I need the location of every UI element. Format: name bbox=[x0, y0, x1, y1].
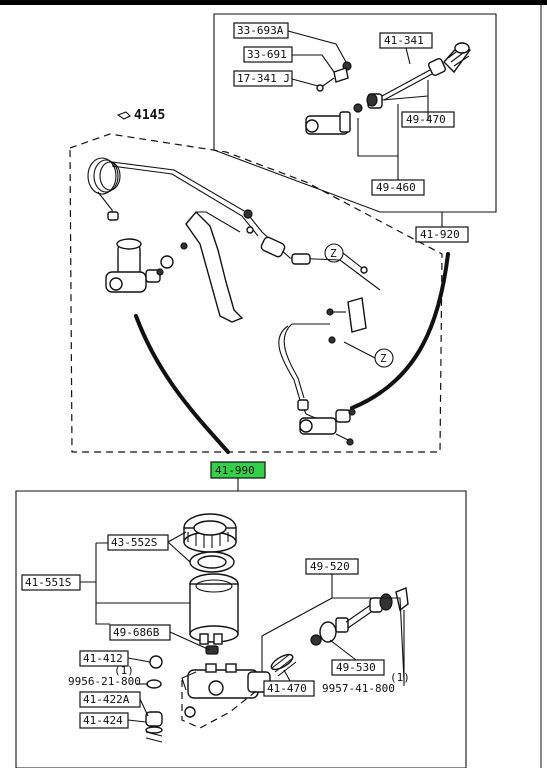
part-label-49-460[interactable]: 49-460 bbox=[376, 181, 416, 194]
hydraulic-line-assembly: 4145 Z bbox=[69, 108, 443, 453]
part-label-41-422a[interactable]: 41-422A bbox=[83, 693, 130, 706]
part-qty-9956-21-800: (1) bbox=[114, 664, 134, 677]
part-label-41-341[interactable]: 41-341 bbox=[384, 34, 424, 47]
part-label-41-424[interactable]: 41-424 bbox=[83, 714, 123, 727]
part-label-9956-21-800[interactable]: 9956-21-800 bbox=[68, 675, 141, 688]
part-label-41-551s[interactable]: 41-551S bbox=[25, 576, 71, 589]
part-label-41-920[interactable]: 41-920 bbox=[420, 228, 460, 241]
zone-label-z-lower: Z bbox=[380, 352, 387, 365]
leader-thick-right bbox=[350, 252, 450, 410]
slave-cylinder-drawing bbox=[305, 42, 472, 135]
part-label-49-520[interactable]: 49-520 bbox=[310, 560, 350, 573]
part-qty-9957-41-800: (1) bbox=[390, 671, 410, 684]
zone-label-z-upper: Z bbox=[330, 247, 337, 260]
master-cylinder-frame bbox=[15, 490, 467, 768]
leader-thick-left bbox=[134, 314, 230, 454]
part-label-41-412[interactable]: 41-412 bbox=[83, 652, 123, 665]
inset-frame bbox=[213, 13, 497, 213]
clutch-pedal bbox=[185, 210, 244, 323]
label-box-17-341j bbox=[233, 70, 293, 87]
slave-cylinder-small bbox=[299, 408, 356, 446]
label-box-41-470 bbox=[263, 680, 315, 697]
part-label-9957-41-800[interactable]: 9957-41-800 bbox=[322, 682, 395, 695]
part-label-43-552s[interactable]: 43-552S bbox=[111, 536, 157, 549]
reference-arrow-icon bbox=[116, 111, 131, 120]
label-box-33-693a bbox=[233, 22, 289, 39]
part-label-49-530[interactable]: 49-530 bbox=[336, 661, 376, 674]
reference-label-4145[interactable]: 4145 bbox=[134, 108, 165, 123]
part-label-49-470[interactable]: 49-470 bbox=[406, 113, 446, 126]
master-cylinder-exploded bbox=[145, 513, 409, 743]
master-cylinder-small bbox=[105, 238, 188, 293]
part-label-33-691[interactable]: 33-691 bbox=[247, 48, 287, 61]
part-label-41-470[interactable]: 41-470 bbox=[267, 682, 307, 695]
label-box-49-530 bbox=[331, 659, 385, 676]
top-border-band bbox=[0, 0, 547, 5]
assembly-dashed-frame bbox=[69, 133, 443, 453]
part-label-41-990[interactable]: 41-990 bbox=[215, 464, 255, 477]
part-label-17-341j[interactable]: 17-341 J bbox=[237, 72, 290, 85]
part-label-33-693a[interactable]: 33-693A bbox=[237, 24, 284, 37]
part-label-49-686b[interactable]: 49-686B bbox=[113, 626, 160, 639]
slave-cylinder-inset: 33-693A 33-691 17-341 J 41-341 49-470 49… bbox=[213, 13, 497, 213]
